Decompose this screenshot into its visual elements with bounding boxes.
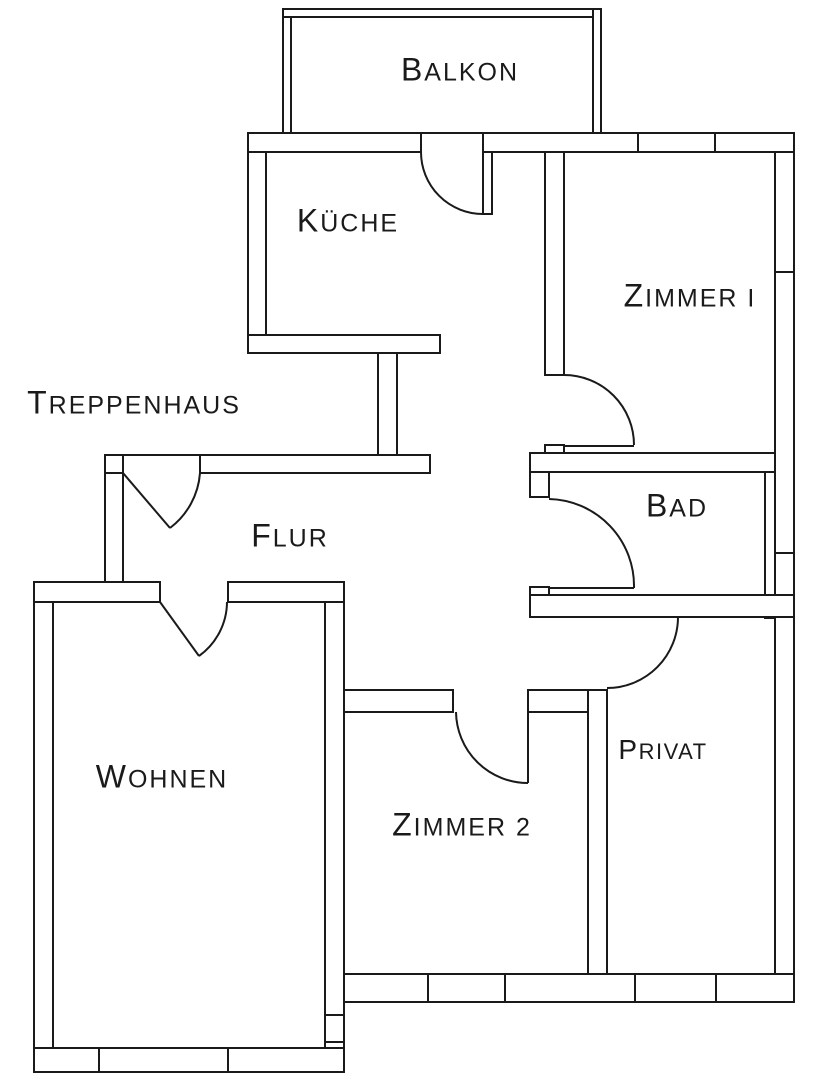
wall-wohnen-right bbox=[324, 601, 345, 1049]
wall-zimmer2-privat-divider bbox=[587, 689, 608, 975]
wall-pillar bbox=[377, 352, 398, 456]
balcony-door bbox=[420, 151, 484, 215]
wall-edge-lines bbox=[123, 132, 483, 456]
wall-flur-bad-stub bbox=[529, 586, 550, 596]
wall-left-jog bbox=[104, 472, 124, 583]
room-label-balkon: Balkon bbox=[400, 51, 520, 88]
entrance-door bbox=[122, 472, 201, 529]
balcony-parapet-right bbox=[592, 8, 602, 134]
room-label-flur: Flur bbox=[251, 517, 329, 554]
room-label-zimmer1: Zimmer I bbox=[623, 277, 757, 314]
wall-kitchen-bottom bbox=[247, 334, 441, 354]
balcony-door-arc bbox=[420, 151, 484, 215]
wall-flur-bad-upper bbox=[529, 471, 550, 498]
bad-door-arc bbox=[548, 498, 636, 589]
wall-right bbox=[774, 151, 795, 975]
window-marks bbox=[98, 133, 794, 1072]
room-label-privat: Privat bbox=[618, 734, 708, 765]
wall-wohnen-top-right bbox=[227, 581, 345, 603]
privat-door-arc bbox=[606, 616, 679, 689]
privat-door bbox=[606, 616, 679, 689]
balcony-parapet-top bbox=[282, 8, 602, 18]
wall-zimmer1-left bbox=[544, 151, 565, 376]
wall-bottom bbox=[343, 973, 795, 1003]
wall-bad-bottom bbox=[529, 594, 795, 618]
wall-zimmer2-top-right bbox=[527, 689, 589, 713]
wohnen-door bbox=[159, 601, 228, 657]
wohnen-door-arc bbox=[198, 601, 228, 657]
wohnen-door-leaf bbox=[159, 601, 200, 657]
zimmer1-door bbox=[563, 374, 635, 447]
wall-kitchen-left bbox=[247, 151, 267, 354]
room-label-zimmer2: Zimmer 2 bbox=[392, 806, 532, 843]
wall-wohnen-bottom bbox=[33, 1047, 345, 1073]
bad-door bbox=[548, 498, 636, 589]
entrance-door-arc bbox=[169, 472, 201, 529]
room-label-bad: Bad bbox=[645, 487, 709, 524]
zimmer2-door-arc bbox=[455, 711, 529, 784]
balcony-parapet-left bbox=[282, 8, 292, 134]
wall-zimmer2-top-left bbox=[343, 689, 454, 713]
wall-wohnen-top-left bbox=[33, 581, 161, 603]
wall-zimmer1-left-stub bbox=[544, 444, 565, 454]
wall-entrance-corner bbox=[104, 454, 124, 474]
room-label-treppenhaus: Treppenhaus bbox=[27, 384, 241, 421]
balcony-door-stub bbox=[482, 151, 493, 215]
room-label-wohnen: Wohnen bbox=[95, 758, 229, 795]
wall-entrance bbox=[199, 454, 431, 474]
room-label-kueche: Küche bbox=[296, 202, 400, 239]
wall-zimmer1-bad bbox=[529, 452, 776, 473]
wall-wohnen-left bbox=[33, 601, 54, 1049]
walls bbox=[33, 8, 795, 1073]
doors bbox=[122, 151, 679, 784]
zimmer2-door bbox=[455, 691, 529, 784]
entrance-door-leaf bbox=[122, 472, 171, 529]
wall-top-left bbox=[247, 132, 422, 153]
zimmer1-door-arc bbox=[563, 374, 635, 446]
